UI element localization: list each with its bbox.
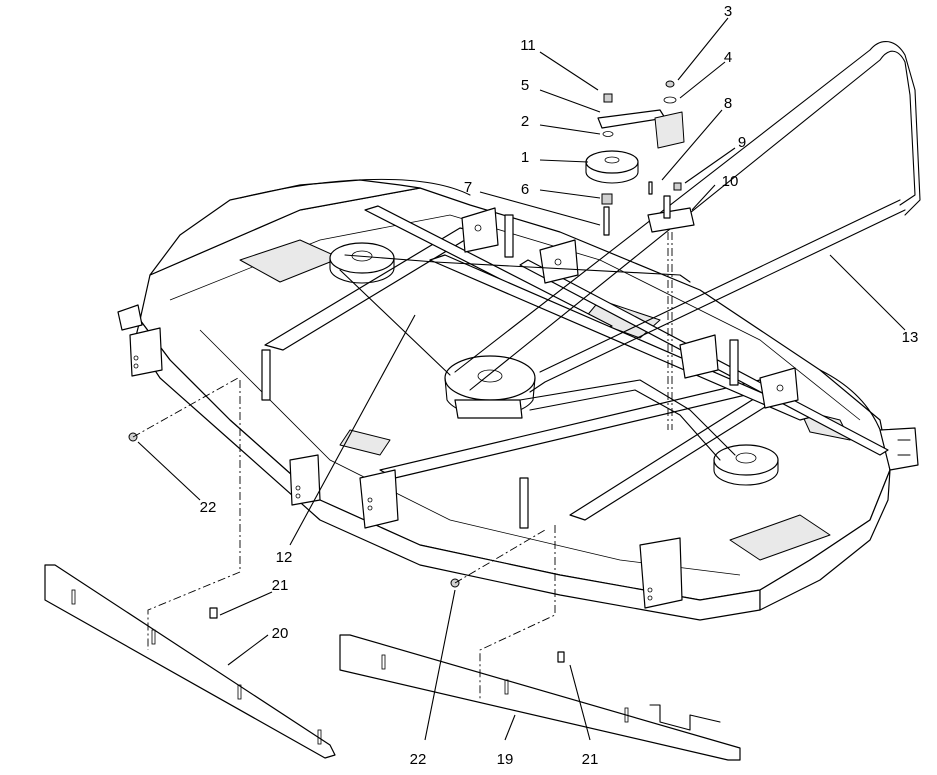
callout-2: 2 (521, 113, 529, 130)
callout-5: 5 (521, 77, 529, 94)
callout-1: 1 (521, 149, 529, 166)
callout-3: 3 (724, 3, 732, 20)
callout-19: 19 (497, 751, 514, 768)
deck-frame (129, 205, 889, 609)
callout-9: 9 (738, 134, 746, 151)
callout-20: 20 (272, 625, 289, 642)
rear-baffle-right (339, 634, 741, 761)
callout-8: 8 (724, 95, 732, 112)
callout-7: 7 (464, 179, 472, 196)
callout-11: 11 (520, 37, 536, 54)
callout-6: 6 (521, 181, 529, 198)
callout-10: 10 (722, 173, 739, 190)
callout-13: 13 (902, 329, 919, 346)
rear-baffle-left (44, 564, 336, 759)
assembly-phantom-lines (132, 377, 556, 700)
drive-belt (339, 41, 921, 461)
callout-22-right: 22 (410, 751, 427, 768)
callout-4: 4 (724, 49, 732, 66)
callout-21-right: 21 (582, 751, 599, 768)
callout-leaders (137, 17, 906, 741)
callout-12: 12 (276, 549, 293, 566)
idler-assembly-exploded (585, 80, 695, 430)
spindle-pulleys (329, 242, 779, 486)
callout-22-left: 22 (200, 499, 217, 516)
callout-21-left: 21 (272, 577, 289, 594)
idler-pulley (585, 150, 639, 174)
